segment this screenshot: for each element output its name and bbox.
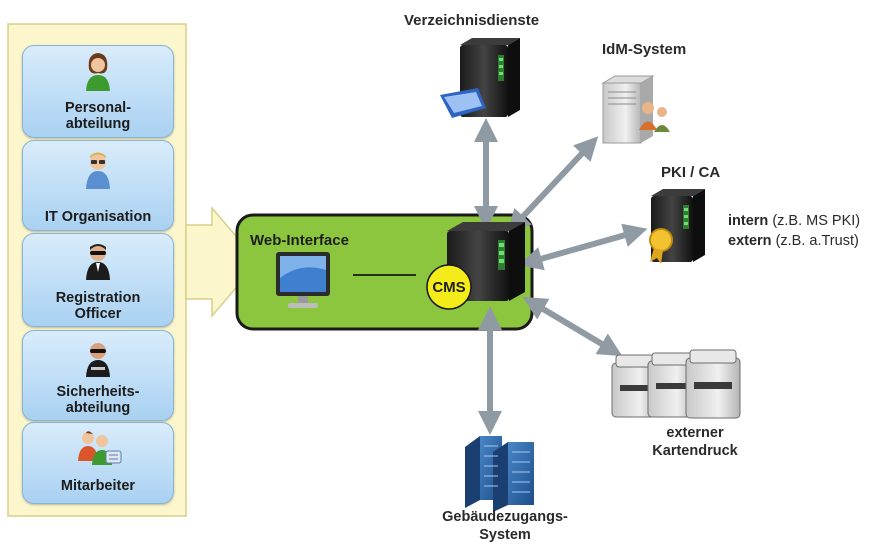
pki-intern-label: intern (z.B. MS PKI) [728, 213, 860, 229]
idm-server-icon [601, 75, 670, 144]
pki-extern-note: (z.B. a.Trust) [775, 233, 859, 249]
cms-label: CMS [432, 279, 466, 296]
role-card-it: IT Organisation [22, 140, 174, 231]
directory-label: Verzeichnisdienste [404, 12, 540, 29]
security-guard-icon [83, 337, 113, 379]
role-label: Sicherheits-abteilung [56, 384, 140, 416]
role-label: Mitarbeiter [60, 478, 136, 494]
employees-group-icon [76, 429, 122, 469]
roles-to-cms-arrow [185, 205, 259, 319]
role-card-personal: Personal-abteilung [22, 45, 174, 138]
monitor-icon [276, 252, 330, 308]
pki-extern-strong: extern [728, 233, 772, 249]
woman-user-icon [83, 51, 113, 93]
pki-intern-note: (z.B. MS PKI) [772, 213, 861, 229]
role-label: IT Organisation [44, 209, 152, 225]
building-icon [465, 436, 534, 512]
man-glasses-user-icon [83, 149, 113, 191]
building-label: Gebäudezugangs-System [442, 509, 568, 543]
web-interface-label: Web-Interface [250, 232, 349, 249]
man-sunglasses-user-icon [83, 240, 113, 282]
pki-extern-label: extern (z.B. a.Trust) [728, 233, 859, 249]
connectors [474, 118, 648, 435]
cms-badge [426, 264, 472, 310]
arrow-pki [518, 223, 648, 271]
card-printer-icon [611, 349, 741, 419]
pki-intern-strong: intern [728, 213, 769, 229]
role-card-employees: Mitarbeiter [22, 422, 174, 504]
idm-label: IdM-System [602, 41, 687, 58]
pki-server-icon [649, 189, 705, 264]
directory-server-icon [440, 38, 520, 118]
role-card-security: Sicherheits-abteilung [22, 330, 174, 421]
role-label: Personal-abteilung [64, 100, 132, 132]
arrow-printer [522, 296, 623, 357]
arrow-idm [506, 136, 599, 234]
pki-title-label: PKI / CA [661, 164, 721, 181]
